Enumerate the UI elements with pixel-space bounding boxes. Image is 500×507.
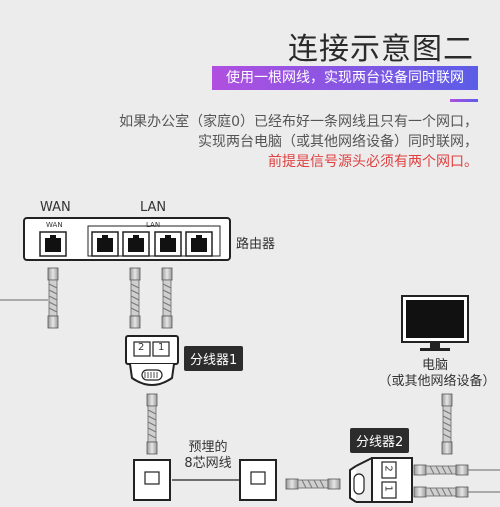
lan-cable (161, 267, 173, 329)
description-line-2: 实现两台电脑（或其他网络设备）同时联网， (198, 134, 478, 150)
lan-port (154, 231, 182, 257)
computer-label-line1: 电脑 (421, 358, 448, 373)
computer-cable (441, 393, 500, 493)
description-line-3: 前提是信号源头必须有两个网口。 (268, 154, 478, 170)
lan-cable (129, 267, 141, 329)
wan-cable (0, 267, 59, 329)
lan-port (91, 231, 119, 257)
cable-label-line2: 8芯网线 (184, 456, 232, 471)
subtitle-underline (450, 99, 478, 102)
description: 如果办公室（家庭0）已经布好一条网线且只有一个网口， 实现两台电脑（或其他网络设… (119, 112, 478, 172)
wall-plate-right (239, 459, 277, 501)
lan-port (122, 231, 150, 257)
lan-port-label: LAN (146, 221, 161, 229)
wan-port (39, 231, 67, 257)
router (23, 217, 231, 261)
splitter2-port-1: 1 (382, 485, 394, 492)
cable-label-line1: 预埋的 (188, 440, 228, 455)
page-title: 连接示意图二 (288, 32, 474, 67)
splitter1-port-1: 1 (158, 342, 165, 353)
lan-label: LAN (140, 200, 167, 215)
splitter1-port-2: 2 (138, 342, 145, 353)
computer-icon (401, 295, 469, 351)
splitter2-port-2: 2 (382, 465, 394, 472)
splitter2-cable (413, 486, 469, 498)
splitter-2 (349, 457, 413, 503)
wan-label: WAN (40, 200, 71, 215)
lan-port-group (87, 225, 221, 257)
wan-port-label: WAN (46, 221, 63, 229)
lan-port (185, 231, 213, 257)
splitter1-label: 分线器1 (184, 346, 244, 371)
subtitle-banner: 使用一根网线，实现两台设备同时联网 (212, 66, 478, 90)
splitter2-cable (413, 464, 469, 476)
wall-to-splitter2-cable (285, 478, 341, 490)
splitter-1 (125, 335, 179, 386)
router-label: 路由器 (236, 237, 276, 252)
splitter1-cable (146, 393, 158, 455)
splitter2-label: 分线器2 (350, 428, 410, 453)
computer-label-line2: （或其他网络设备） (378, 374, 496, 389)
wall-plate-left (133, 459, 171, 501)
description-line-1: 如果办公室（家庭0）已经布好一条网线且只有一个网口， (119, 114, 478, 130)
